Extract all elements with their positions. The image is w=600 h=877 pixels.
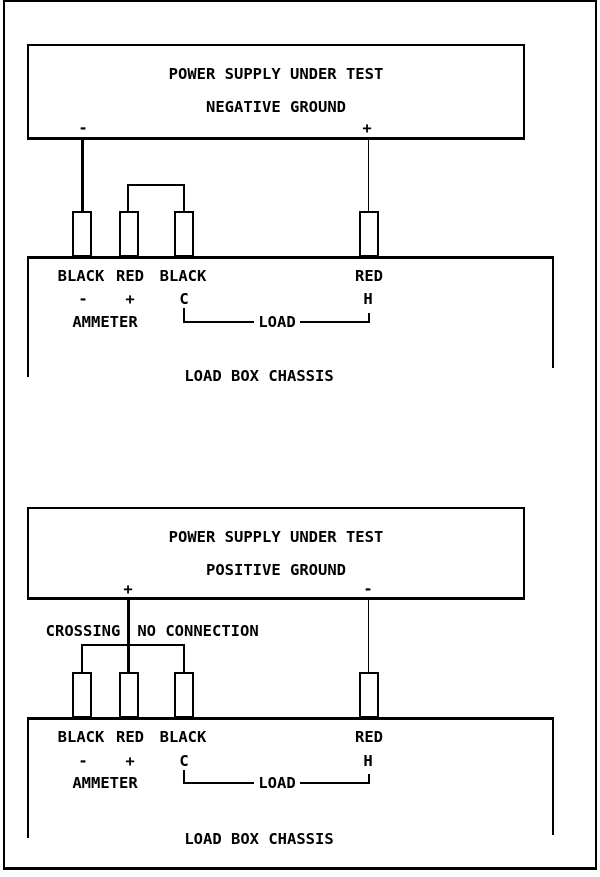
chassis-top-edge xyxy=(27,256,554,259)
terminal-mark-label: - xyxy=(78,290,88,308)
terminal-mark-label: + xyxy=(125,752,135,770)
wire-negative-lead xyxy=(81,139,84,212)
load-label: LOAD xyxy=(258,774,296,792)
terminal-mark-label: C xyxy=(179,752,189,770)
chassis-label: LOAD BOX CHASSIS xyxy=(184,367,334,385)
chassis-right-edge xyxy=(552,256,554,368)
load-bracket-right-tick xyxy=(368,313,370,323)
chassis-left-edge xyxy=(27,256,29,377)
terminal-color-label: BLACK xyxy=(57,728,105,746)
binding-post-black-minus xyxy=(72,672,92,718)
power-supply-title: POWER SUPPLY UNDER TEST xyxy=(168,528,384,546)
crossing-label: CROSSING xyxy=(45,622,121,640)
terminal-color-label: BLACK xyxy=(159,267,207,285)
wire-positive-lead xyxy=(368,139,369,211)
jumper-wire-right-drop xyxy=(183,184,185,212)
wire-negative-lead xyxy=(368,599,369,673)
terminal-color-label: BLACK xyxy=(57,267,105,285)
load-bracket-right-segment xyxy=(300,321,370,323)
psu-positive-terminal-mark: + xyxy=(123,580,133,598)
chassis-top-edge xyxy=(27,717,554,720)
power-supply-box xyxy=(27,507,525,600)
terminal-mark-label: + xyxy=(125,290,135,308)
binding-post-black-minus xyxy=(72,211,92,257)
chassis-label: LOAD BOX CHASSIS xyxy=(184,830,334,848)
jumper-wire-left-drop xyxy=(81,644,83,673)
jumper-wire-horizontal xyxy=(127,184,185,186)
ammeter-label: AMMETER xyxy=(72,774,138,792)
no-connection-label: NO CONNECTION xyxy=(137,622,259,640)
jumper-wire-horizontal xyxy=(81,644,185,646)
terminal-mark-label: H xyxy=(363,752,373,770)
jumper-wire-right-drop xyxy=(183,644,185,673)
binding-post-black-c xyxy=(174,672,194,718)
ammeter-label: AMMETER xyxy=(72,313,138,331)
load-bracket-left-segment xyxy=(183,321,254,323)
ground-type-label: NEGATIVE GROUND xyxy=(206,98,346,116)
jumper-wire-left-drop xyxy=(127,184,129,212)
chassis-right-edge xyxy=(552,717,554,835)
psu-positive-terminal-mark: + xyxy=(362,119,372,137)
binding-post-red-plus xyxy=(119,211,139,257)
terminal-mark-label: C xyxy=(179,290,189,308)
outer-border xyxy=(3,0,597,870)
terminal-color-label: RED xyxy=(355,267,383,285)
terminal-mark-label: H xyxy=(363,290,373,308)
terminal-color-label: RED xyxy=(355,728,383,746)
terminal-color-label: BLACK xyxy=(159,728,207,746)
load-bracket-left-tick xyxy=(183,770,185,784)
chassis-left-edge xyxy=(27,717,29,838)
binding-post-red-h xyxy=(359,211,379,257)
binding-post-red-h xyxy=(359,672,379,718)
binding-post-red-plus xyxy=(119,672,139,718)
load-bracket-right-tick xyxy=(368,774,370,784)
binding-post-black-c xyxy=(174,211,194,257)
power-supply-box xyxy=(27,44,525,140)
psu-negative-terminal-mark: - xyxy=(363,580,373,598)
load-bracket-right-segment xyxy=(300,782,370,784)
wire-positive-lead xyxy=(127,599,130,673)
terminal-mark-label: - xyxy=(78,752,88,770)
psu-negative-terminal-mark: - xyxy=(78,119,88,137)
ground-type-label: POSITIVE GROUND xyxy=(206,561,346,579)
terminal-color-label: RED xyxy=(116,728,144,746)
power-supply-title: POWER SUPPLY UNDER TEST xyxy=(168,65,384,83)
load-bracket-left-tick xyxy=(183,308,185,323)
load-bracket-left-segment xyxy=(183,782,254,784)
terminal-color-label: RED xyxy=(116,267,144,285)
load-label: LOAD xyxy=(258,313,296,331)
